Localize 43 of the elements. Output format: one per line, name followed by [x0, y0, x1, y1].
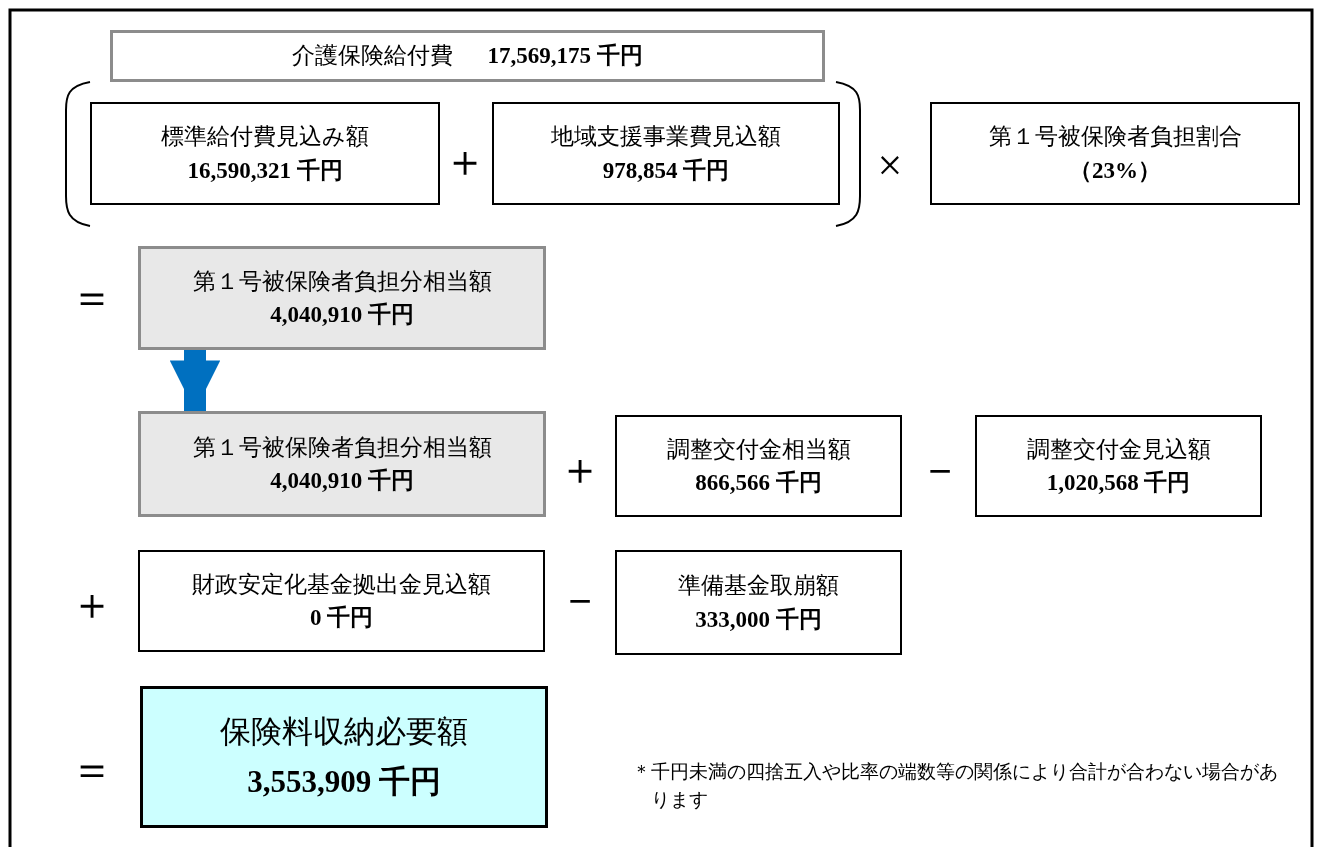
amount-text: 17,569,175 千円	[487, 42, 643, 71]
process-box	[930, 102, 1300, 205]
amount-text: 16,590,321 千円	[187, 156, 343, 185]
box-title: 調整交付金見込額	[1026, 435, 1211, 464]
operator-sign: ＋	[443, 140, 487, 184]
process-box	[90, 102, 440, 205]
process-box	[615, 550, 902, 655]
amount-text: 333,000 千円	[695, 605, 822, 634]
box-title: 第１号被保険者負担分相当額	[192, 433, 492, 462]
box-title: 財政安定化基金拠出金見込額	[192, 570, 491, 599]
result-box	[140, 686, 548, 828]
amount-text: 4,040,910 千円	[270, 301, 414, 329]
operator-sign: ＝	[70, 276, 114, 320]
process-box	[975, 415, 1262, 517]
footnote: ＊千円未満の四捨五入や比率の端数等の関係により合計が合わない場合があります	[632, 760, 1279, 812]
operator-sign: ＋	[558, 448, 602, 492]
box-title: 第１号被保険者負担割合	[988, 123, 1242, 152]
amount-text: 978,854 千円	[602, 156, 730, 185]
amount-text: 4,040,910 千円	[270, 467, 414, 495]
process-box	[615, 415, 902, 517]
operator-sign: －	[918, 448, 962, 492]
box-title: 標準給付費見込み額	[161, 123, 369, 152]
amount-text: 0 千円	[309, 604, 374, 632]
total-box	[110, 30, 825, 82]
box-title: 保険料収納必要額	[220, 713, 468, 752]
process-box	[492, 102, 840, 205]
box-title: 地域支援事業費見込額	[551, 123, 781, 152]
subtotal-box	[138, 411, 546, 517]
operator-sign: ×	[877, 144, 903, 188]
amount-text: 866,566 千円	[695, 469, 822, 497]
operator-sign: －	[558, 578, 602, 622]
amount-text: （23%）	[1069, 156, 1161, 185]
operator-sign: ＝	[70, 748, 114, 792]
operator-sign: ＋	[70, 583, 114, 627]
process-box	[138, 550, 545, 652]
box-title: 調整交付金相当額	[666, 435, 851, 464]
amount-text: 1,020,568 千円	[1046, 469, 1191, 497]
box-title: 第１号被保険者負担分相当額	[192, 267, 492, 296]
subtotal-box	[138, 246, 546, 350]
box-title: 準備基金取崩額	[678, 572, 839, 601]
amount-text: 3,553,909 千円	[247, 763, 441, 801]
box-title: 介護保険給付費	[292, 42, 454, 71]
arrow	[169, 350, 221, 411]
